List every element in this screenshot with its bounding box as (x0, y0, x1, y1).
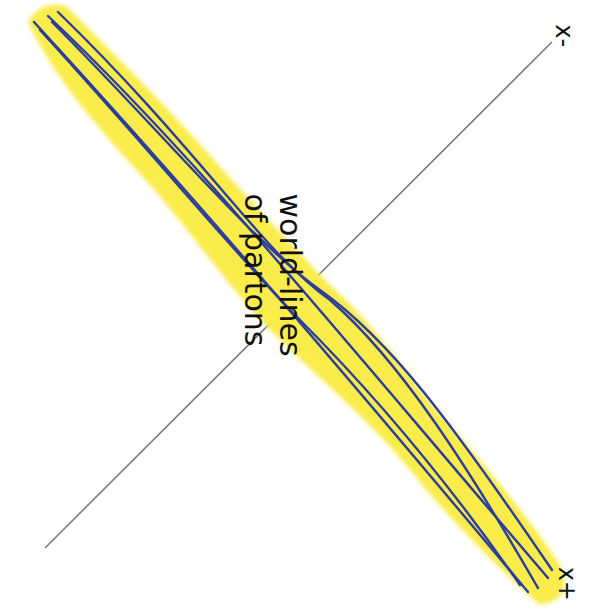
world-line (48, 16, 548, 578)
band-label: world-lines of partons (238, 193, 307, 383)
world-line (40, 30, 520, 585)
world-line (52, 22, 552, 570)
world-line (58, 12, 538, 588)
world-line (34, 22, 528, 592)
parton-band (28, 5, 565, 605)
axis-label: x+ (552, 567, 580, 601)
axis-label: x- (549, 25, 577, 48)
